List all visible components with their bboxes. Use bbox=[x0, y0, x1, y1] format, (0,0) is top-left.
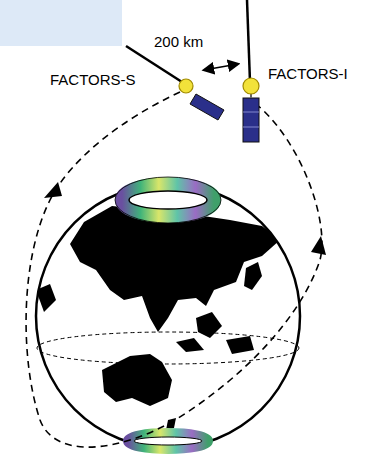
satellite-s bbox=[126, 46, 224, 120]
aurora-north bbox=[122, 184, 214, 216]
equator bbox=[37, 332, 299, 364]
aurora-south bbox=[128, 433, 208, 449]
separation-arrow bbox=[204, 64, 238, 70]
satellite-label: FACTORS-S bbox=[50, 72, 136, 89]
satellite-label: FACTORS-I bbox=[268, 66, 348, 83]
continents bbox=[36, 206, 280, 430]
globe bbox=[36, 184, 300, 448]
satellite-i bbox=[243, 0, 259, 142]
distance-label: 200 km bbox=[154, 34, 203, 51]
orbit-arrow bbox=[44, 182, 62, 198]
orbit-arrow bbox=[311, 236, 326, 255]
orbit bbox=[26, 92, 322, 447]
corner-panel bbox=[0, 0, 122, 46]
